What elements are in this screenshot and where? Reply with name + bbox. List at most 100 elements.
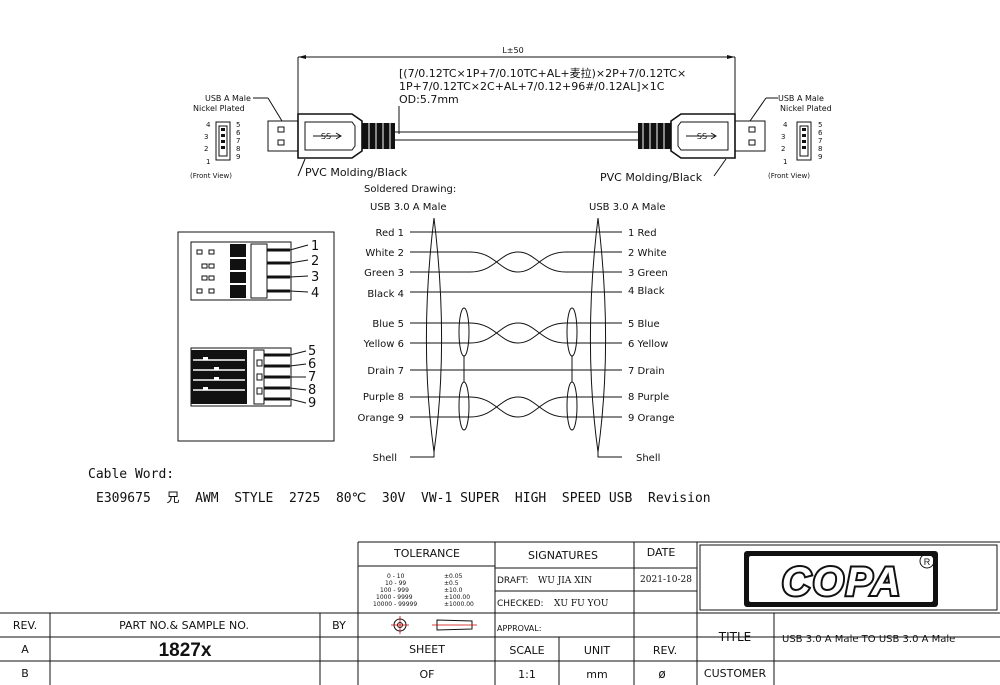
- right-pin-label-8: 8 Purple: [628, 392, 669, 403]
- right-pin-4: 4: [783, 121, 788, 129]
- registered-mark: R: [924, 557, 931, 567]
- right-pin-label-6: 6 Yellow: [628, 339, 668, 350]
- date-value: 2021-10-28: [640, 575, 692, 585]
- right-pin-6: 6: [818, 129, 823, 137]
- lower-pin-5: 5: [308, 344, 316, 359]
- right-pin-5: 5: [818, 121, 822, 129]
- left-front-view: 4 3 2 1 5 6 7 8 9 (Front View): [190, 121, 241, 180]
- right-usb-plug: SS: [638, 113, 766, 159]
- of-label: OF: [420, 668, 435, 681]
- tol-range-0: 0 - 10: [387, 573, 405, 580]
- unit-value: mm: [586, 668, 607, 681]
- right-pin-label-3: 3 Green: [628, 268, 668, 279]
- approval-label: APPROVAL:: [497, 624, 541, 633]
- lower-pin-9: 9: [308, 396, 316, 411]
- signatures-header: SIGNATURES: [528, 549, 598, 562]
- tol-range-4: 10000 - 99999: [373, 601, 417, 608]
- left-pin-9: 9: [236, 153, 240, 161]
- right-pin-9: 9: [818, 153, 822, 161]
- tol-value-1: ±0.5: [444, 580, 459, 587]
- scale-value: 1:1: [518, 668, 536, 681]
- title-label: TITLE: [718, 630, 751, 644]
- left-pin-label-1: Red 1: [375, 228, 404, 239]
- right-pin-8: 8: [818, 145, 822, 153]
- upper-pin-2: 2: [311, 254, 319, 269]
- right-pin-label-4: 4 Black: [628, 286, 665, 297]
- left-pin-label-shell: Shell: [373, 453, 397, 464]
- left-pin-label-2: White 2: [365, 248, 404, 259]
- left-pin-4: 4: [206, 121, 211, 129]
- left-pin-3: 3: [204, 133, 208, 141]
- draft-label: DRAFT:: [497, 576, 529, 586]
- right-pin-2: 2: [781, 145, 785, 153]
- lower-pin-8: 8: [308, 383, 316, 398]
- cable-spec-line1: [(7/0.12TC×1P+7/0.10TC+AL+麦拉)×2P+7/0.12T…: [399, 66, 686, 80]
- right-front-view: 4 3 2 1 5 6 7 8 9 (Front View): [768, 121, 823, 180]
- left-pin-label-6: Yellow 6: [363, 339, 404, 350]
- rev-value: ø: [658, 667, 665, 681]
- left-header: USB 3.0 A Male: [370, 202, 447, 213]
- lower-pin-6: 6: [308, 357, 316, 372]
- right-header: USB 3.0 A Male: [589, 202, 666, 213]
- right-pin-label-shell: Shell: [636, 453, 660, 464]
- checked-value: XU FU YOU: [554, 599, 609, 609]
- right-pin-3: 3: [781, 133, 785, 141]
- left-pin-label-5: Blue 5: [372, 319, 404, 330]
- right-pin-label-2: 2 White: [628, 248, 667, 259]
- by-header: BY: [332, 619, 346, 632]
- tol-value-0: ±0.05: [444, 573, 463, 580]
- rev-header: REV.: [13, 619, 37, 632]
- length-label: L±50: [502, 46, 523, 55]
- rev-a: A: [21, 643, 29, 656]
- upper-pin-3: 3: [311, 270, 319, 285]
- date-header: DATE: [647, 546, 676, 559]
- rev-label: REV.: [653, 644, 677, 657]
- left-connector-plating: Nickel Plated: [193, 104, 245, 113]
- soldered-drawing-title: Soldered Drawing:: [364, 184, 456, 195]
- right-front-view-label: (Front View): [768, 172, 810, 180]
- left-pin-1: 1: [206, 158, 210, 166]
- title-value: USB 3.0 A Male TO USB 3.0 A Male: [782, 634, 955, 645]
- cable-word-label: Cable Word:: [88, 467, 174, 482]
- part-number: 1827x: [159, 640, 212, 661]
- sheet-label: SHEET: [409, 643, 445, 656]
- cable-spec-line3: OD:5.7mm: [399, 93, 459, 106]
- pinout-box: 1 2 3 4 5 6 7 8 9: [177, 231, 335, 442]
- right-connector-type: USB A Male: [778, 94, 824, 103]
- left-pin-label-3: Green 3: [364, 268, 404, 279]
- left-pin-label-7: Drain 7: [367, 366, 404, 377]
- right-pin-label-1: 1 Red: [628, 228, 657, 239]
- left-pin-label-9: Orange 9: [358, 413, 405, 424]
- left-pin-7: 7: [236, 137, 240, 145]
- cable-word-text: E309675 兄 AWM STYLE 2725 80℃ 30V VW-1 SU…: [96, 491, 711, 506]
- left-pin-label-4: Black 4: [367, 289, 404, 300]
- projection-symbol: [391, 616, 477, 634]
- checked-label: CHECKED:: [497, 599, 544, 609]
- left-pin-6: 6: [236, 129, 241, 137]
- tol-value-2: ±10.0: [444, 587, 463, 594]
- tol-value-4: ±1000.00: [444, 601, 474, 608]
- left-pin-5: 5: [236, 121, 240, 129]
- right-pin-1: 1: [783, 158, 787, 166]
- tol-value-3: ±100.00: [444, 594, 470, 601]
- right-pin-label-9: 9 Orange: [628, 413, 675, 424]
- logo-text: COPA: [782, 560, 903, 604]
- upper-pin-1: 1: [311, 239, 319, 254]
- upper-pin-4: 4: [311, 286, 319, 301]
- title-block: TOLERANCE 0 - 10 ±0.05 10 - 99 ±0.5 100 …: [0, 541, 1000, 685]
- rev-b: B: [21, 667, 29, 680]
- scale-label: SCALE: [509, 644, 544, 657]
- cable-spec-line2: 1P+7/0.12TC×2C+AL+7/0.12+96#/0.12AL]×1C: [399, 80, 665, 93]
- unit-label: UNIT: [584, 644, 611, 657]
- tolerance-header: TOLERANCE: [393, 547, 460, 560]
- molding-label-left: PVC Molding/Black: [305, 166, 408, 179]
- right-pin-7: 7: [818, 137, 822, 145]
- left-pin-8: 8: [236, 145, 240, 153]
- right-pin-label-5: 5 Blue: [628, 319, 660, 330]
- left-front-view-label: (Front View): [190, 172, 232, 180]
- draft-value: WU JIA XIN: [538, 576, 592, 586]
- left-pin-2: 2: [204, 145, 208, 153]
- left-connector-type: USB A Male: [205, 94, 251, 103]
- lower-pin-7: 7: [308, 370, 316, 385]
